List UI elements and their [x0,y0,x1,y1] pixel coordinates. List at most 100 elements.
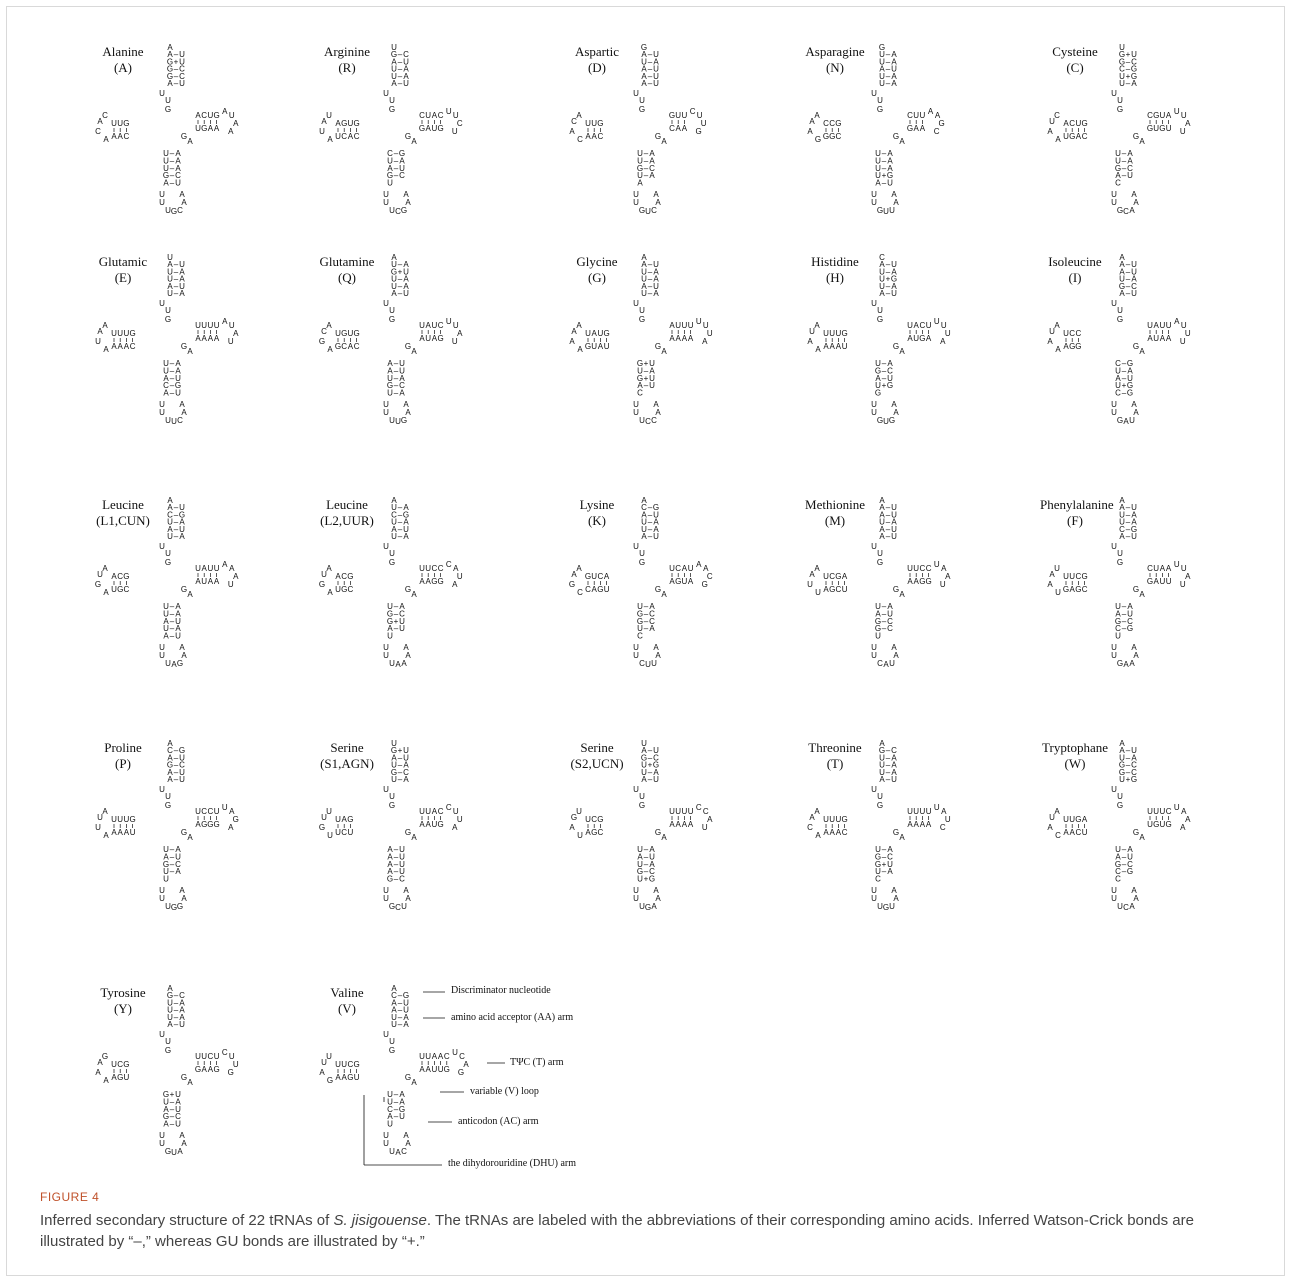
anticodon-base: U [171,1148,177,1157]
anticodon-loop-base: U [633,651,639,660]
tpsic-loop-base: U [457,572,463,581]
anticodon-arm-base: A [387,164,393,173]
dhu-arm-base: U [341,1060,347,1069]
connector-base: U [159,89,165,98]
acceptor-arm-bond: – [398,532,403,541]
connector-base: U [639,549,645,558]
anticodon-arm-bond: – [170,156,175,165]
dhu-arm-base: A [842,572,848,581]
dhu-loop-base: A [103,135,109,144]
acceptor-arm-base: U [1119,753,1125,762]
variable-loop-base: G [1133,828,1139,837]
anticodon-arm-bond: – [394,164,399,173]
anticodon-arm-base: C [1127,860,1133,869]
connector-base: U [389,792,395,801]
tpsic-arm-base: A [1160,334,1166,343]
anticodon-arm-base: G [637,609,643,618]
anticodon-arm-base: U [649,852,655,861]
tpsic-loop-base: U [1174,560,1180,569]
tpsic-arm-base: U [1166,321,1172,330]
anticodon-loop-base: U [383,886,389,895]
tpsic-arm-base: U [1160,807,1166,816]
acceptor-arm-bond: – [398,79,403,88]
dhu-arm-base: U [823,815,829,824]
acceptor-arm-base: C [179,65,185,74]
tpsic-arm-base: U [907,807,913,816]
tpsic-loop-base: A [452,580,458,589]
acceptor-arm-base: A [179,267,185,276]
anticodon-loop-base: A [405,1139,411,1148]
dhu-arm-base: U [1063,815,1069,824]
anticodon-arm-base: G [387,381,393,390]
dhu-loop-base: U [1049,327,1055,336]
anticodon-arm-base: G [637,617,643,626]
tpsic-arm-base: A [195,111,201,120]
anticodon-loop-base: U [633,408,639,417]
anticodon-arm-base: A [1115,852,1121,861]
tpsic-loop-base: U [945,329,951,338]
anticodon-arm-base: A [399,602,405,611]
anticodon-loop-base: U [159,886,165,895]
tpsic-loop-base: U [701,119,707,128]
trna-abbreviation: (P) [115,756,131,771]
dhu-loop-base: U [319,127,325,136]
anticodon-arm-bond: – [882,609,887,618]
variable-loop-base: G [655,828,661,837]
dhu-loop-base: A [327,345,333,354]
anticodon-arm-base: G [387,875,393,884]
tpsic-arm-base: U [419,321,425,330]
tpsic-arm-base: U [432,124,438,133]
anticodon-arm-base: G [637,359,643,368]
tpsic-arm-base: G [213,820,219,829]
anticodon-arm-base: A [175,845,181,854]
acceptor-arm-base: U [879,50,885,59]
acceptor-arm-base: A [391,753,397,762]
dhu-arm-base: A [335,1073,341,1082]
anticodon-arm-bond: – [170,1097,175,1106]
dhu-loop-base: A [95,1068,101,1077]
acceptor-arm-base: G [403,991,409,1000]
tpsic-arm-base: C [675,564,681,573]
acceptor-arm-bond: – [174,503,179,512]
connector-base: U [389,549,395,558]
anticodon-loop-base: U [871,198,877,207]
anticodon-loop-base: U [871,886,877,895]
acceptor-arm-base: A [641,496,647,505]
tpsic-arm-base: A [1154,577,1160,586]
anticodon-arm-bond: – [1122,171,1127,180]
anticodon-arm-bond: – [882,845,887,854]
anticodon-arm-base: U [637,845,643,854]
dhu-arm-base: A [335,119,341,128]
trna-abbreviation: (L2,UUR) [320,513,374,528]
acceptor-arm-base: U [391,1020,397,1029]
dhu-arm-base: A [111,342,117,351]
tpsic-loop-base: G [702,580,708,589]
anticodon-arm-base: G [163,1112,169,1121]
dhu-arm-base: G [1081,572,1087,581]
anticodon-arm-base: U [1115,381,1121,390]
anticodon-arm-bond: – [644,156,649,165]
dhu-arm-base: U [335,132,341,141]
anticodon-arm-base: U [399,617,405,626]
acceptor-arm-bond: – [174,518,179,527]
dhu-loop-base: G [319,580,325,589]
acceptor-arm-base: A [167,739,173,748]
dhu-arm-base: G [829,585,835,594]
dhu-arm-base: U [585,815,591,824]
dhu-arm-base: U [124,815,130,824]
anticodon-arm-bond: – [1122,149,1127,158]
variable-loop-base: G [1133,132,1139,141]
acceptor-arm-base: A [653,289,659,298]
tpsic-loop-base: A [233,329,239,338]
anticodon-loop-base: U [159,198,165,207]
anticodon-base: U [395,417,401,426]
caption-species: S. jisigouense [333,1212,427,1229]
tpsic-arm-base: C [669,124,675,133]
dhu-arm-base: A [592,132,598,141]
dhu-arm-base: C [341,828,347,837]
dhu-arm-base: A [592,329,598,338]
anticodon-loop-base: U [633,400,639,409]
